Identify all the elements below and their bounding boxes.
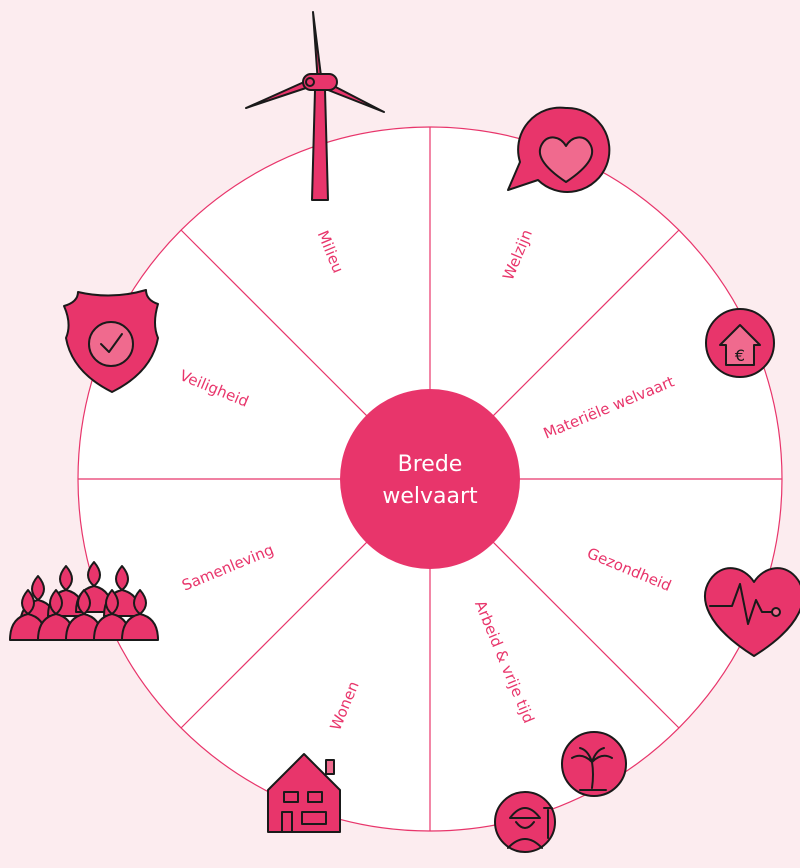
center-circle — [340, 389, 520, 569]
house-euro-icon: € — [705, 308, 775, 378]
house-icon — [267, 753, 341, 833]
heart-speech-bubble-icon — [507, 106, 611, 193]
shield-check-icon — [63, 289, 159, 393]
people-group-icon — [9, 561, 159, 641]
worker-palm-tree-icon — [494, 731, 627, 853]
svg-text:€: € — [735, 346, 745, 365]
center-title-line2: welvaart — [382, 484, 478, 509]
center-title: Brede — [398, 452, 463, 477]
wind-turbine-icon — [245, 11, 385, 201]
heart-pulse-icon — [704, 567, 800, 657]
